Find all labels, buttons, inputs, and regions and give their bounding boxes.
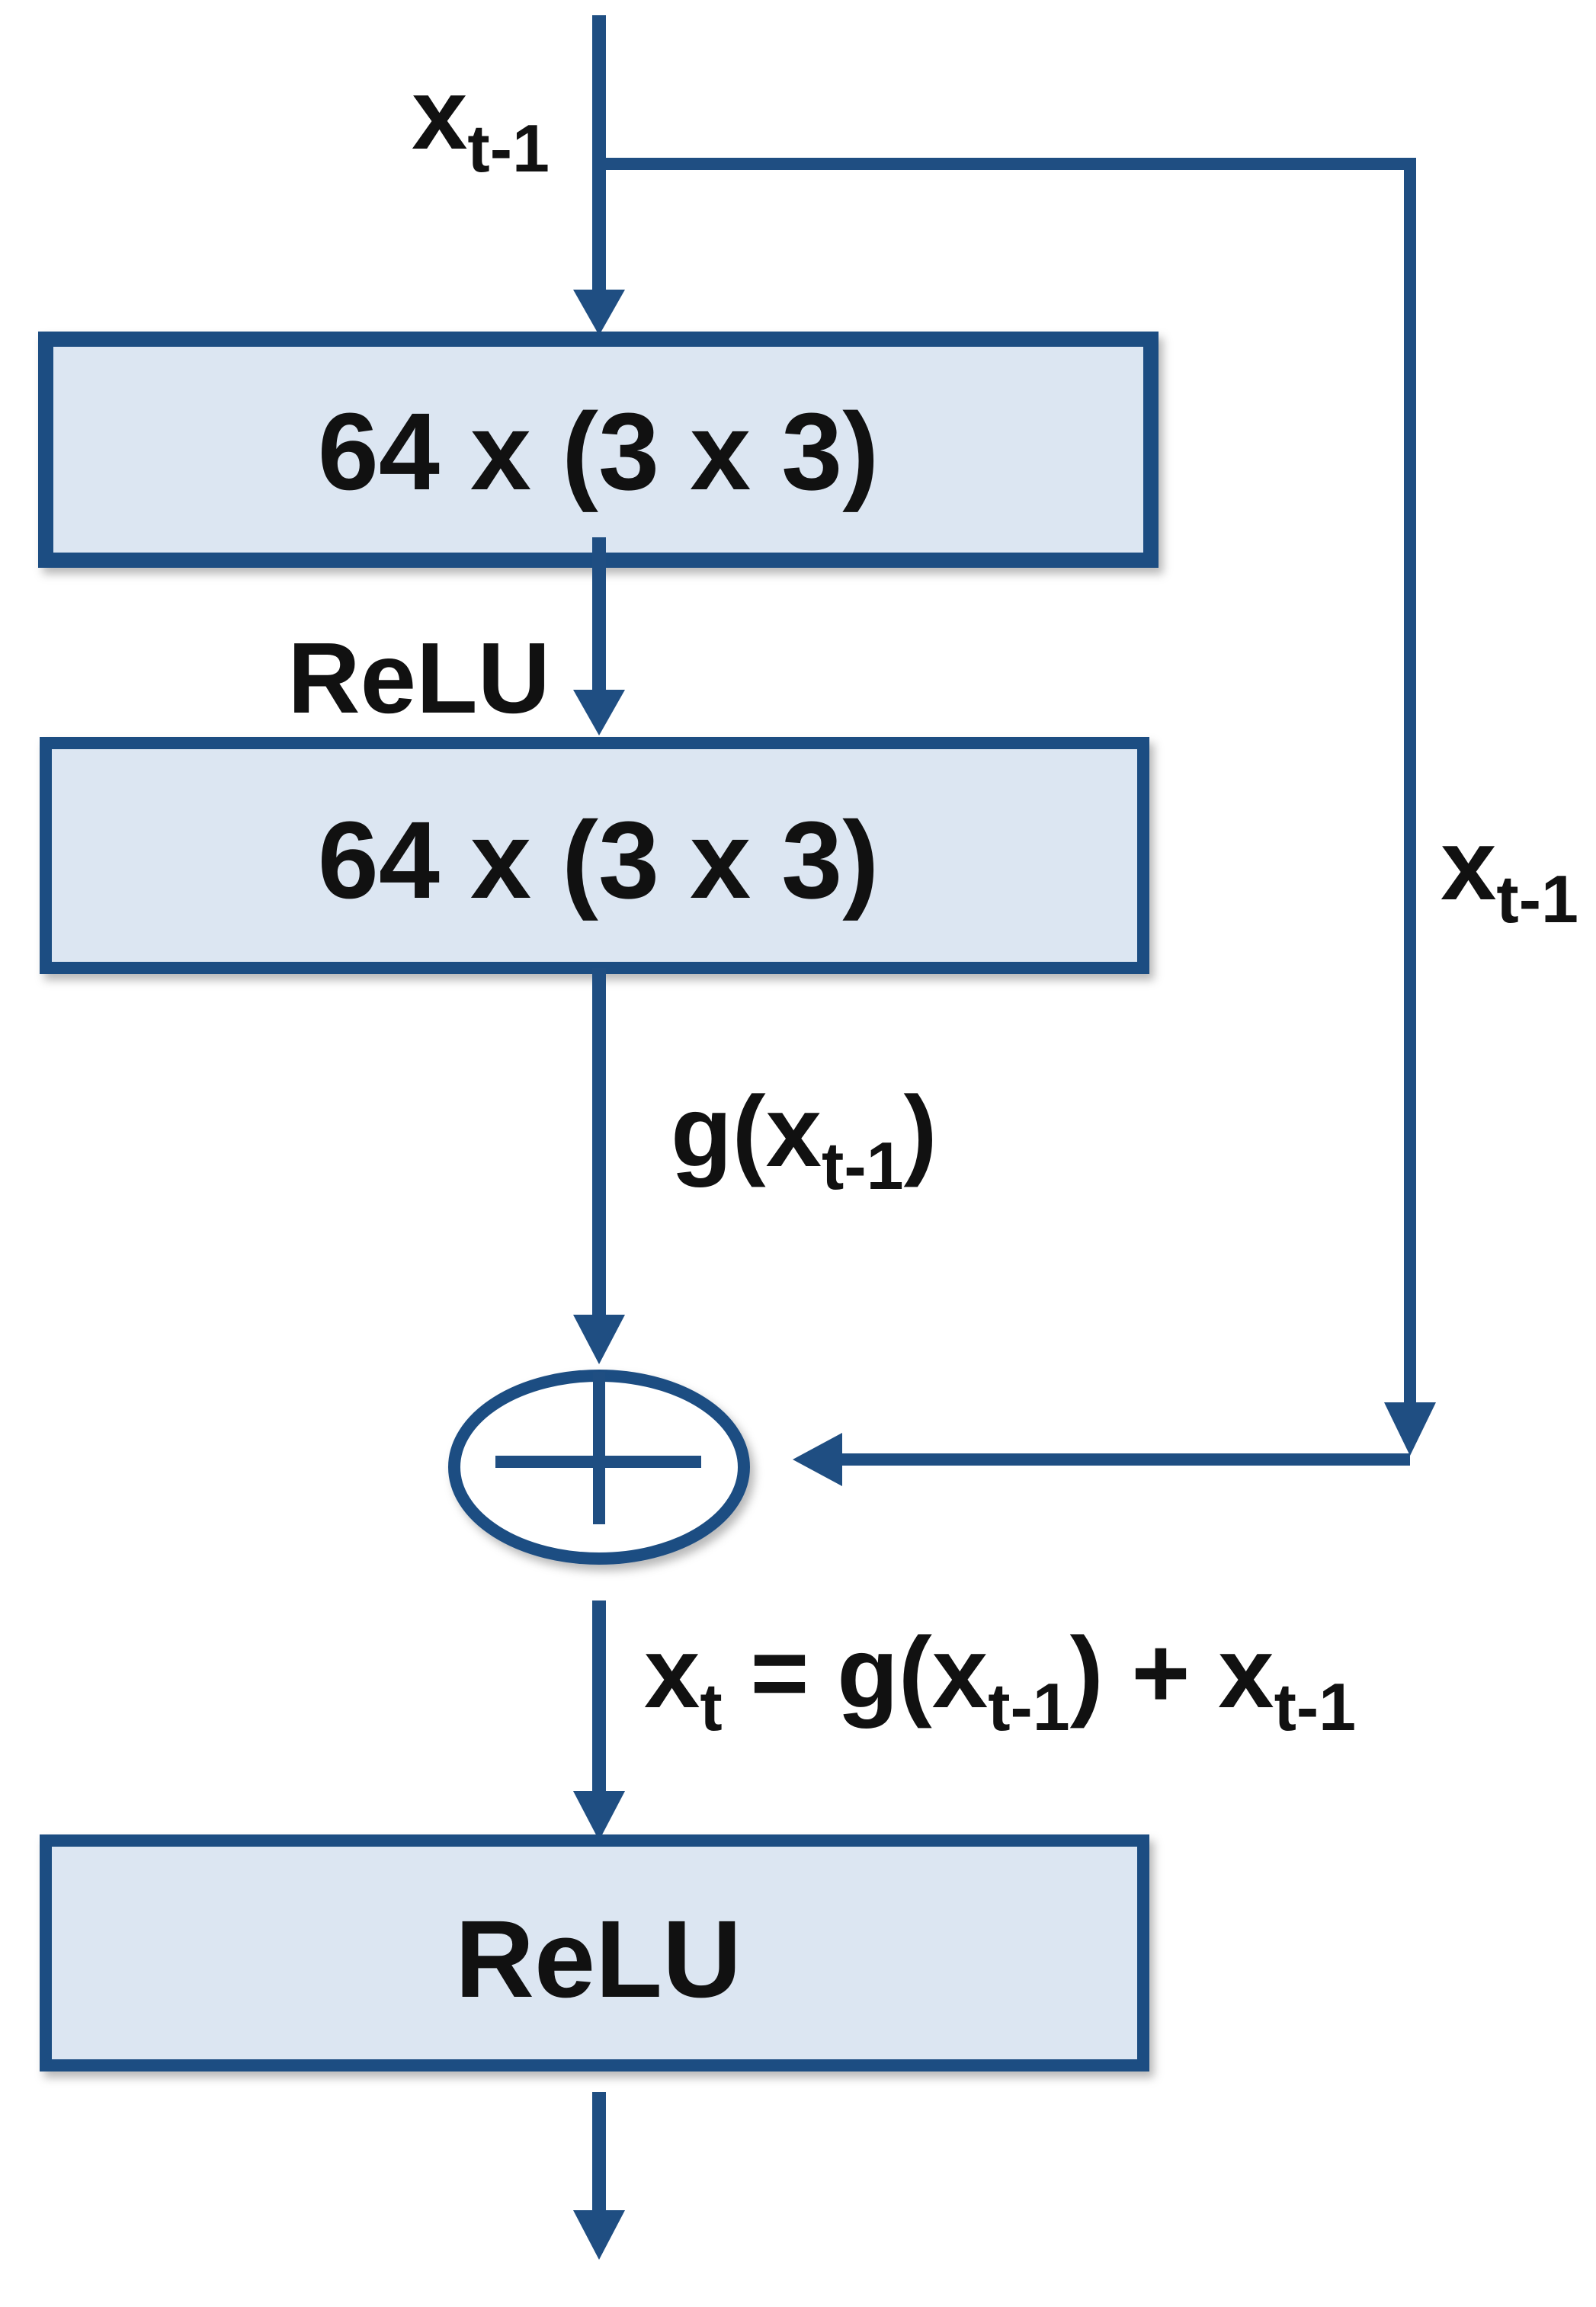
skip-label: xt-1 xyxy=(1441,809,1578,937)
conv2-label: 64 x (3 x 3) xyxy=(318,799,879,921)
relu-box-label: ReLU xyxy=(455,1898,742,2020)
skip-connection-line xyxy=(599,158,1416,1425)
input-arrowhead xyxy=(573,290,625,335)
skip-arrowhead-left xyxy=(793,1433,842,1486)
conv-link-arrowhead xyxy=(573,690,625,735)
conv1-box xyxy=(38,332,1159,568)
relu-box xyxy=(40,1834,1149,2071)
sum-output-arrowhead xyxy=(573,1791,625,1841)
g-output-label: g(xt-1) xyxy=(671,1075,937,1203)
relu-between-label: ReLU xyxy=(287,622,550,734)
skip-arrowhead-down xyxy=(1384,1402,1436,1456)
input-label: xt-1 xyxy=(412,58,550,186)
conv1-label: 64 x (3 x 3) xyxy=(318,390,879,513)
sum-equation-label: xt = g(xt-1) + xt-1 xyxy=(644,1617,1356,1745)
g-output-arrowhead xyxy=(573,1315,625,1364)
output-arrowhead xyxy=(573,2210,625,2260)
